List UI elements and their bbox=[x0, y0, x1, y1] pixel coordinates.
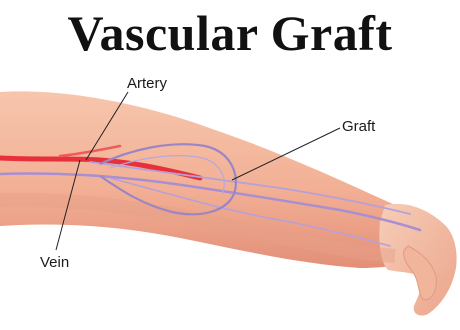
artery-label: Artery bbox=[127, 75, 167, 92]
graft-label: Graft bbox=[342, 118, 375, 135]
vein-label: Vein bbox=[40, 254, 69, 271]
